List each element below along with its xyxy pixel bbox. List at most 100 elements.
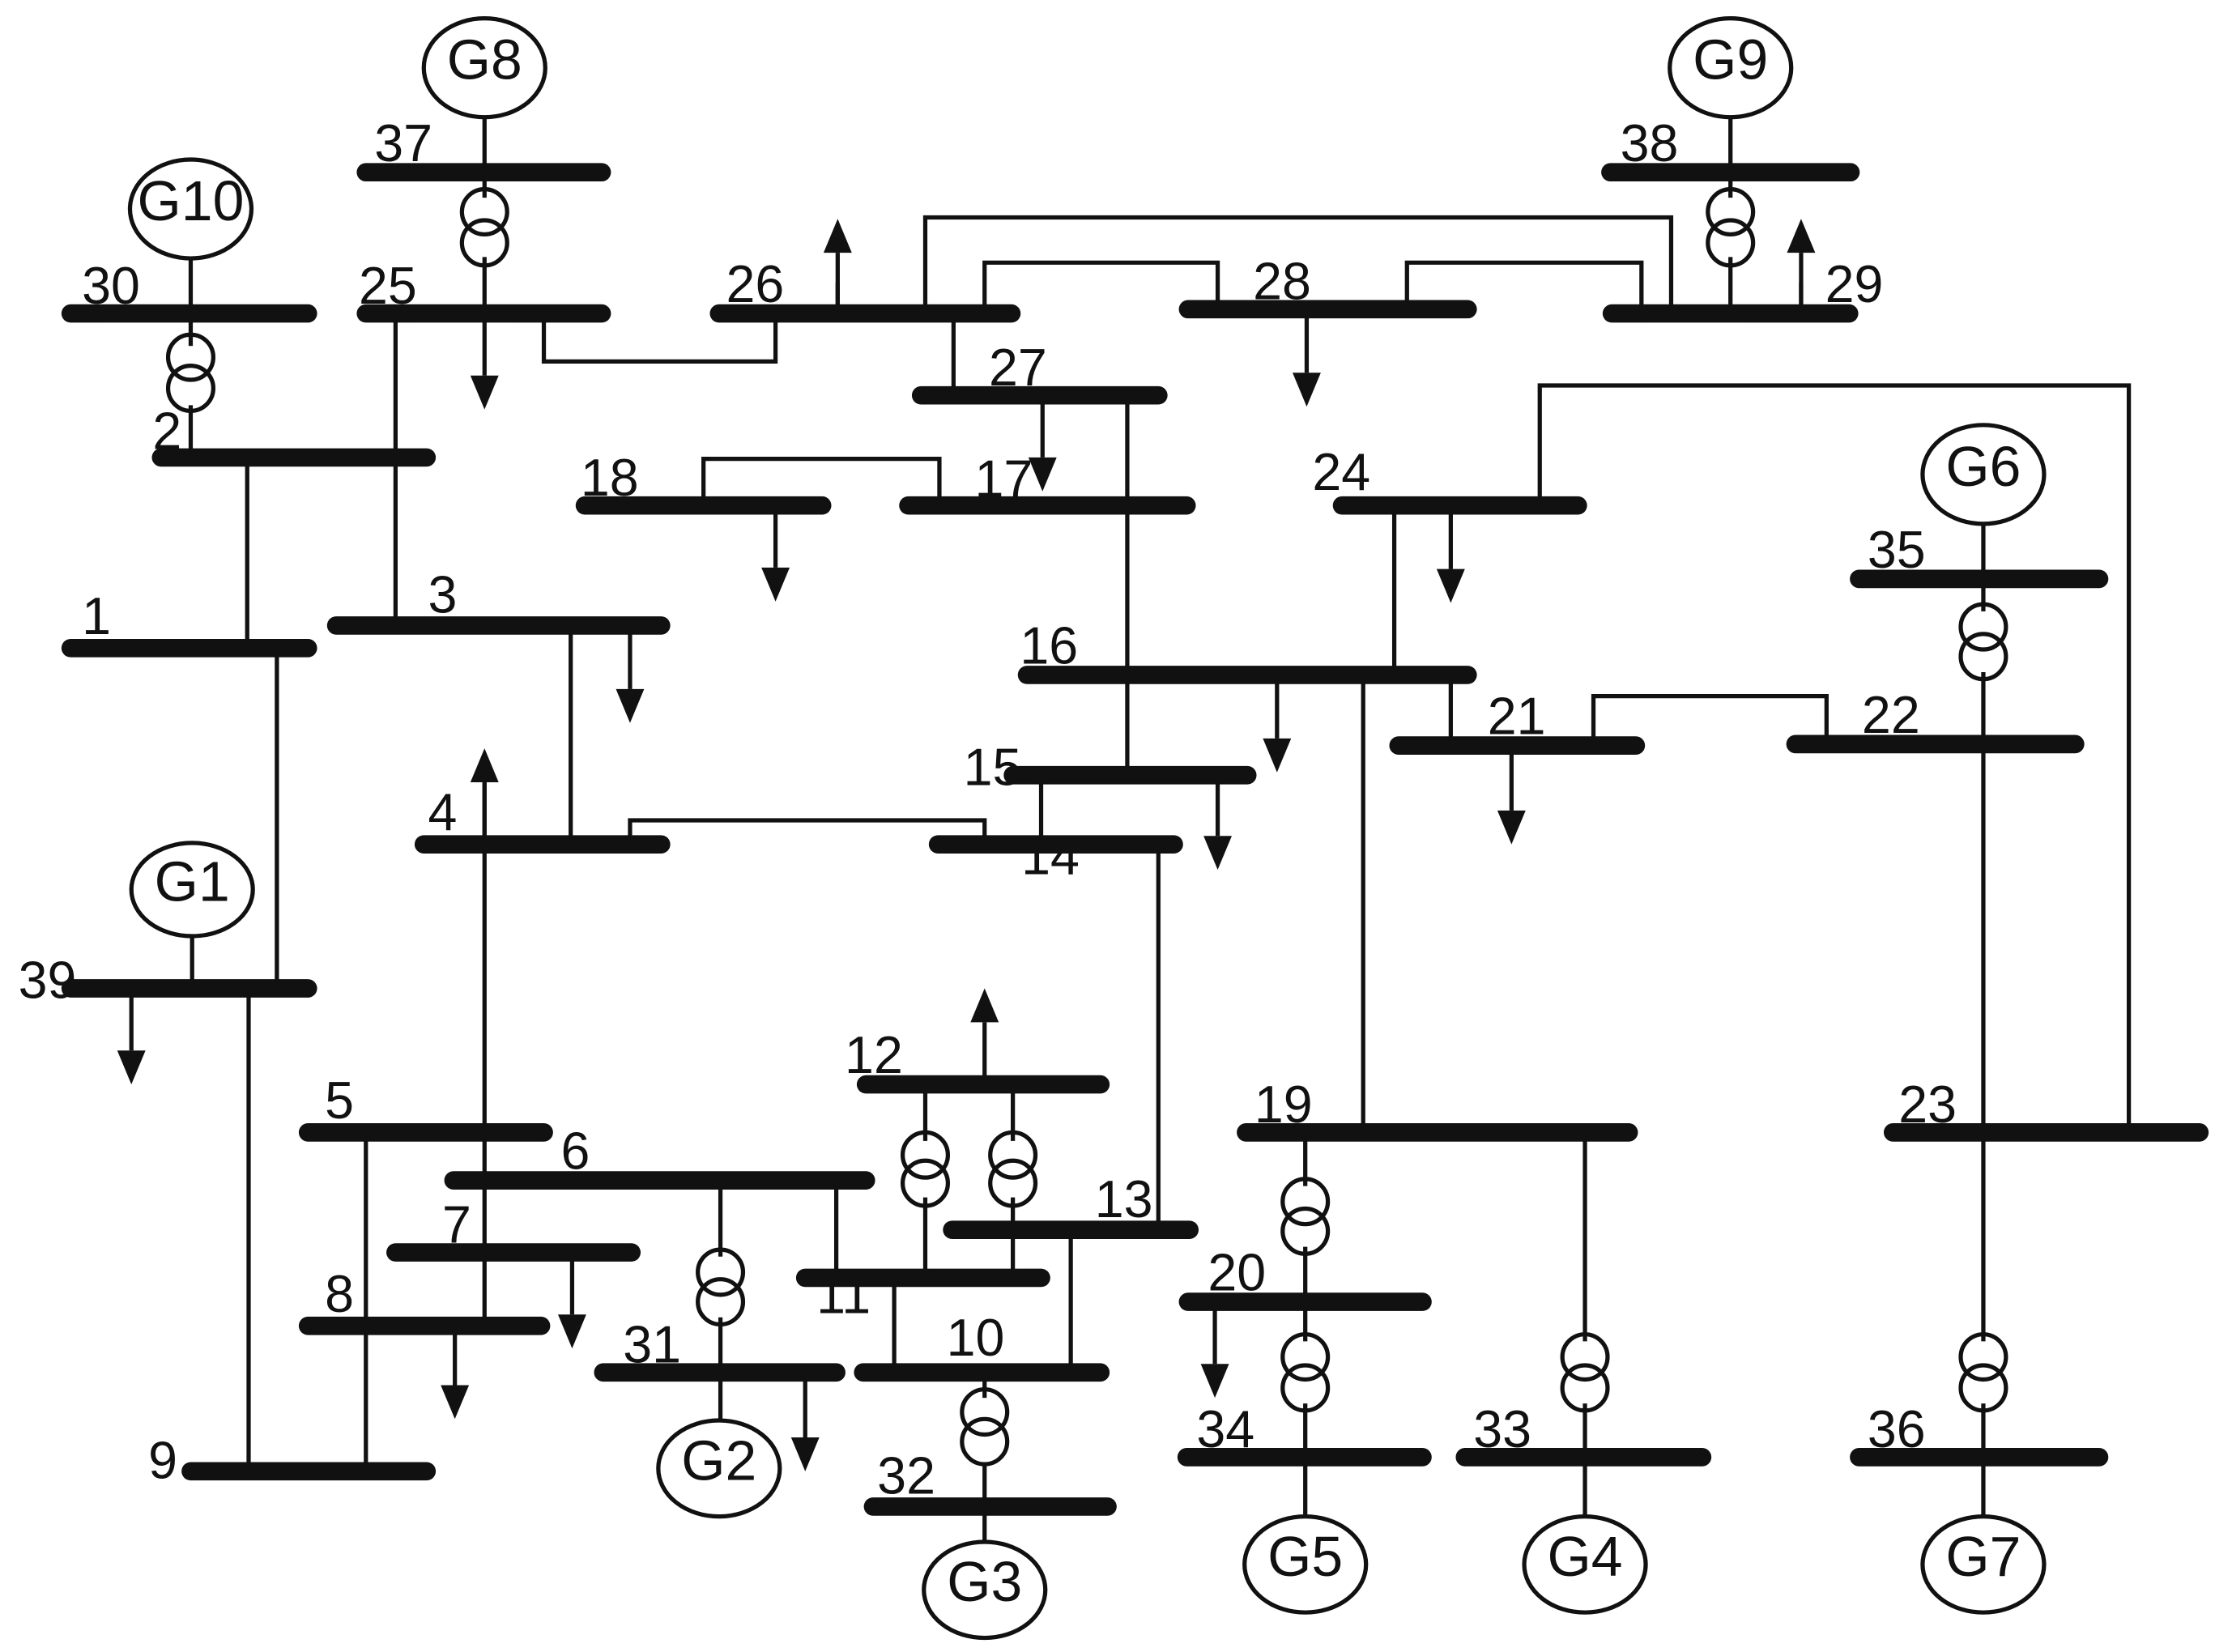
bus-label: 29 (1825, 255, 1884, 313)
transformer-icon (1280, 1206, 1331, 1256)
bus-label: 30 (82, 257, 140, 315)
generator-icon (129, 841, 255, 939)
generator-label: G7 (1945, 1525, 2021, 1588)
line-wire (922, 215, 1674, 314)
wires (188, 117, 2132, 1551)
line-wire (541, 313, 778, 364)
load-arrow-icon (616, 688, 645, 723)
bus-label: 16 (1020, 616, 1078, 675)
generator-icon (1920, 423, 2047, 526)
generator-label: G6 (1945, 435, 2021, 498)
transformer-icon (960, 1416, 1010, 1467)
bus-label: 22 (1862, 686, 1920, 744)
generator-label: G2 (681, 1428, 756, 1492)
bus-label: 27 (989, 338, 1047, 397)
load-arrow-icon (1436, 568, 1465, 603)
generator-label: G3 (947, 1550, 1022, 1613)
transformer-icon (900, 1130, 951, 1180)
bus-label: 5 (325, 1071, 354, 1130)
bus-label: 1 (82, 587, 111, 645)
line-wire (701, 457, 942, 506)
transformer-icon (1280, 1332, 1331, 1382)
line-wire (1537, 383, 2132, 1133)
bus-label: 26 (726, 255, 785, 313)
line-wire (982, 260, 1220, 314)
load-arrow-icon (1263, 738, 1292, 773)
line-wire (1591, 693, 1829, 746)
bus-label: 35 (1868, 521, 1926, 579)
generator-label: G1 (155, 849, 230, 913)
bus-label: 23 (1898, 1075, 1957, 1134)
bus-label: 18 (581, 449, 639, 507)
load-arrow-icon (1497, 810, 1526, 845)
bus-label: 10 (947, 1309, 1005, 1367)
generator-icon (1522, 1514, 1648, 1615)
load-arrow-icon (470, 748, 499, 782)
bus-label: 17 (975, 450, 1033, 509)
generator-icon (1668, 16, 1794, 120)
transformer-icon (988, 1130, 1038, 1180)
generator-icon (922, 1539, 1048, 1641)
bus-label: 24 (1312, 443, 1370, 501)
bus-label: 6 (560, 1122, 590, 1181)
generator-icon (1242, 1514, 1369, 1615)
busbars (61, 163, 2209, 1516)
load-arrow-icon (823, 219, 852, 253)
bus-label: 28 (1253, 253, 1311, 311)
bus-label: 20 (1208, 1244, 1266, 1302)
transformer-icon (1560, 1363, 1610, 1413)
bus-label: 12 (845, 1026, 903, 1084)
bus-label: 37 (374, 114, 432, 172)
bus-label: 8 (325, 1265, 354, 1323)
load-arrow-icon (790, 1437, 820, 1471)
load-arrow-icon (761, 567, 790, 602)
transformer-icon (459, 218, 509, 268)
bus-label: 38 (1621, 114, 1679, 172)
bus-label: 2 (152, 402, 181, 460)
transformer-icon (1706, 218, 1756, 268)
bus-label: 25 (359, 257, 417, 315)
transformer-icon (1958, 632, 2008, 682)
transformer-icon (1280, 1177, 1331, 1227)
line-wire (1404, 260, 1644, 314)
transformer-icon (1958, 602, 2008, 652)
bus-label: 15 (964, 738, 1022, 796)
load-arrow-icon (1203, 836, 1232, 871)
transformer-icon (1958, 1363, 2008, 1413)
bus-label: 3 (428, 566, 458, 624)
generator-icon (656, 1418, 782, 1519)
transformer-icon (1560, 1332, 1610, 1382)
generator-label: G9 (1693, 28, 1768, 92)
generator-icon (1920, 1514, 2047, 1615)
load-arrow-icon (557, 1314, 586, 1349)
transformer-icon (1280, 1363, 1331, 1413)
load-arrow-icon (970, 988, 999, 1023)
load-arrow-icon (1787, 219, 1816, 253)
bus-label: 34 (1196, 1400, 1254, 1458)
transformer-icon (960, 1387, 1010, 1437)
bus-label: 33 (1473, 1400, 1531, 1458)
bus-label: 4 (428, 783, 458, 841)
transformer-icon (165, 363, 215, 413)
line-wire (628, 818, 987, 845)
generator-icon (421, 16, 547, 120)
transformer-icon (165, 332, 215, 382)
transformers (165, 187, 2008, 1467)
bus-label: 7 (442, 1195, 471, 1254)
transformer-icon (459, 187, 509, 237)
generator-icon (127, 157, 254, 261)
transformer-icon (988, 1158, 1038, 1208)
transformer-icon (900, 1158, 951, 1208)
bus-label: 21 (1488, 688, 1546, 746)
bus-label: 13 (1095, 1170, 1153, 1228)
bus-label: 9 (148, 1432, 177, 1490)
bus-label: 36 (1868, 1400, 1926, 1458)
bus-label: 14 (1021, 827, 1080, 885)
generator-label: G8 (447, 28, 522, 92)
load-arrow-icon (441, 1385, 470, 1420)
load-arrows (117, 219, 1816, 1471)
bus-label: 11 (816, 1267, 871, 1325)
